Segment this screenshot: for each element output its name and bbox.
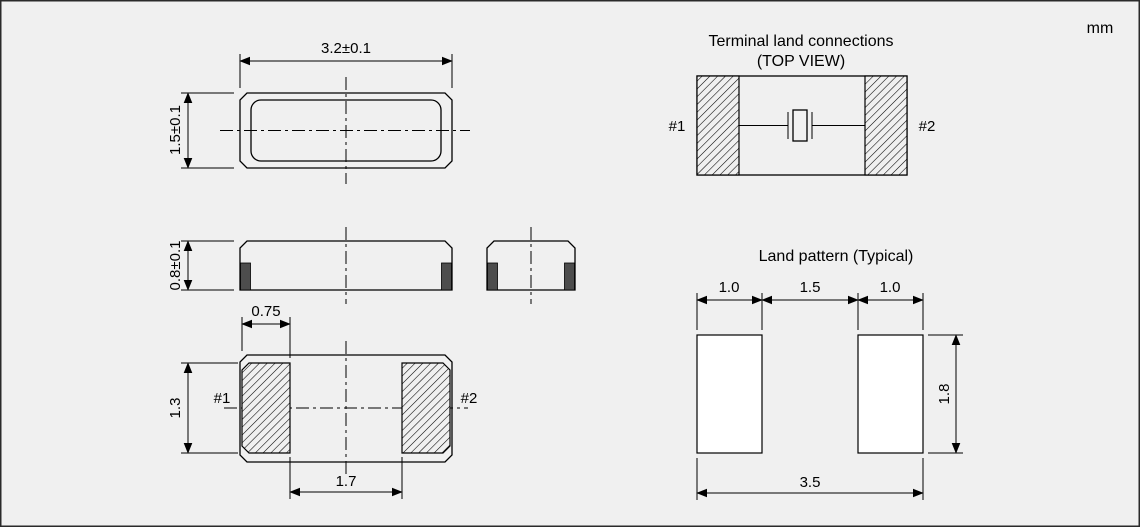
terminal-pad-1 <box>241 362 291 454</box>
terminal-pin1-label: #1 <box>669 118 686 135</box>
top-view-height-dim: 1.5±0.1 <box>167 105 184 155</box>
terminal-connections-title: Terminal land connections <box>709 33 894 50</box>
land-pattern: Land pattern (Typical) 1.0 1.5 1.0 1.8 3 <box>696 248 963 500</box>
land-pattern-left-pad-width-dim: 1.0 <box>719 279 740 296</box>
crystal-symbol <box>739 109 865 142</box>
bottom-view-pad-height-dim: 1.3 <box>167 398 184 419</box>
terminal-pin2-label: #2 <box>919 118 936 135</box>
terminal-land-connections: Terminal land connections (TOP VIEW) #1 … <box>669 33 936 176</box>
terminal-pad-2 <box>401 362 451 454</box>
package-top-view: 3.2±0.1 1.5±0.1 <box>167 40 470 184</box>
bottom-view-pad-width-dim: 0.75 <box>251 303 280 320</box>
land-pattern-total-width-dim: 3.5 <box>800 474 821 491</box>
terminal-connections-subtitle: (TOP VIEW) <box>757 53 845 70</box>
top-view-width-dim: 3.2±0.1 <box>321 40 371 57</box>
package-end-view <box>486 227 576 304</box>
land-pattern-pad-left <box>696 334 763 454</box>
land-pattern-pad-right <box>857 334 924 454</box>
land-2 <box>864 75 908 176</box>
land-pattern-pad-height-dim: 1.8 <box>936 384 953 405</box>
bottom-view-pin1-label: #1 <box>214 390 231 407</box>
package-side-view: 0.8±0.1 <box>167 227 453 304</box>
unit-label: mm <box>1087 20 1114 37</box>
side-view-thickness-dim: 0.8±0.1 <box>167 241 184 291</box>
land-1 <box>696 75 740 176</box>
land-pattern-right-pad-width-dim: 1.0 <box>880 279 901 296</box>
bottom-view-gap-dim: 1.7 <box>336 473 357 490</box>
land-pattern-gap-dim: 1.5 <box>800 279 821 296</box>
bottom-view-pin2-label: #2 <box>461 390 478 407</box>
package-bottom-view: #1 #2 0.75 1.3 1.7 <box>167 303 477 499</box>
land-pattern-title: Land pattern (Typical) <box>759 248 914 265</box>
